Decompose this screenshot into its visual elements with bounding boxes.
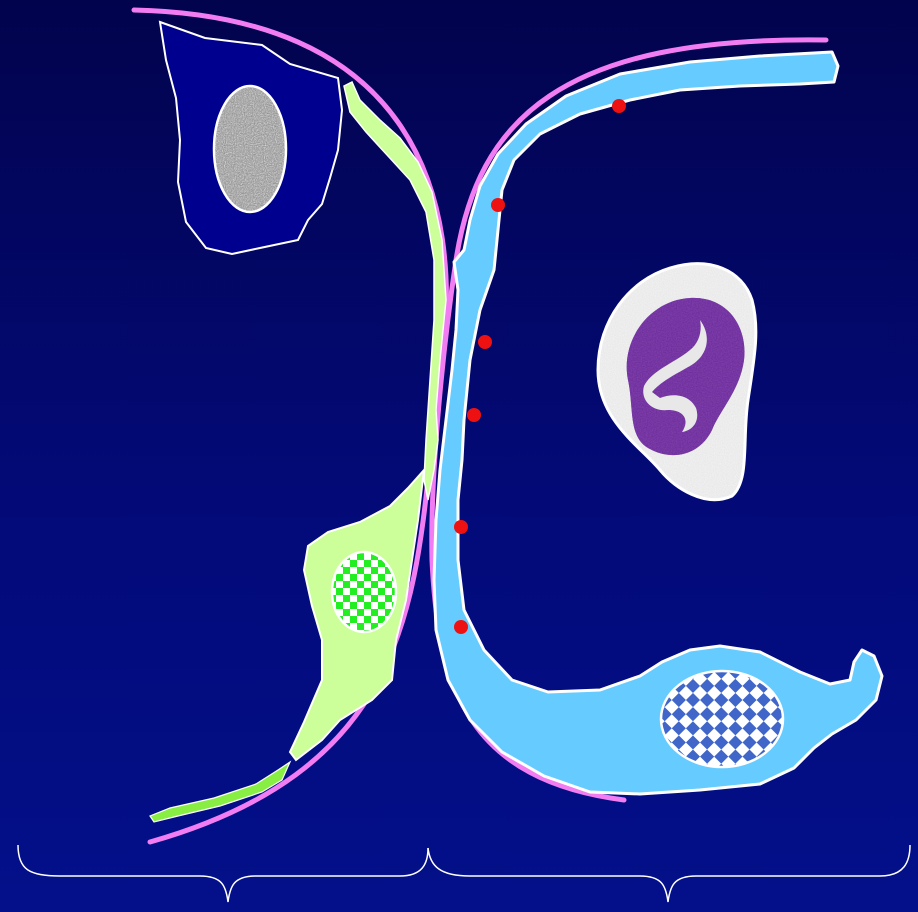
right-brace bbox=[428, 845, 910, 902]
granule bbox=[491, 198, 505, 212]
green-nucleus bbox=[332, 552, 396, 632]
granule bbox=[454, 520, 468, 534]
dark-blue-cell bbox=[160, 22, 342, 254]
granule bbox=[467, 408, 481, 422]
granule bbox=[612, 99, 626, 113]
gray-cell bbox=[590, 255, 765, 510]
light-blue-nucleus bbox=[661, 671, 783, 767]
granule bbox=[478, 335, 492, 349]
green-cell-process-upper bbox=[344, 82, 446, 500]
left-brace bbox=[18, 845, 428, 902]
granule bbox=[454, 620, 468, 634]
bottom-braces bbox=[18, 845, 910, 902]
